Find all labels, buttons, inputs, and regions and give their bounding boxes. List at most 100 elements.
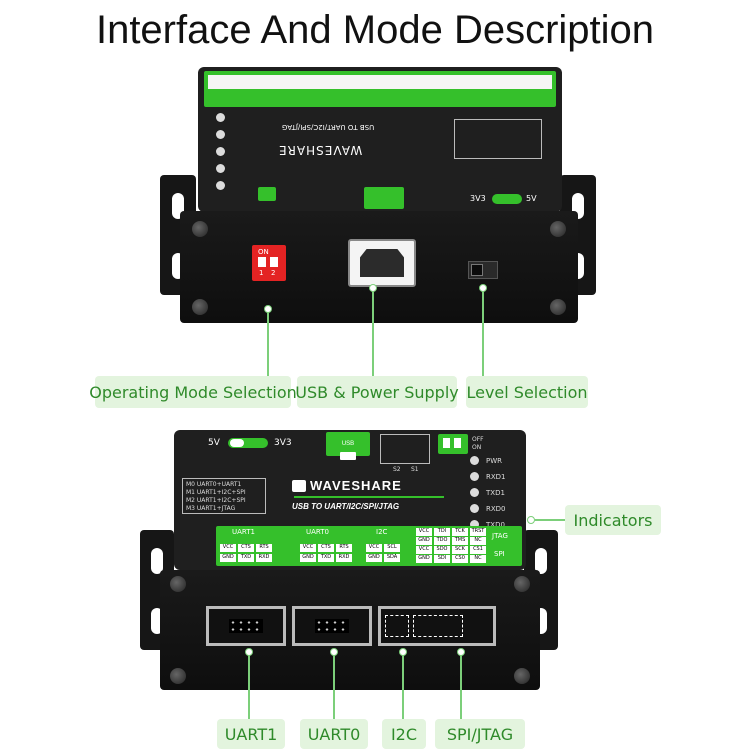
led-pwr-top	[216, 181, 225, 190]
usb-b-port[interactable]	[348, 239, 416, 287]
callout-line	[248, 655, 250, 719]
enclosure-rear-face: ON 1 2	[180, 211, 578, 323]
i2c-pin: SCL	[384, 544, 400, 552]
jtag-pin: TDO	[434, 537, 450, 545]
usb-label-text: USB	[341, 441, 355, 447]
spi-pin: VCC	[416, 546, 432, 554]
uart0-pin: TXD	[318, 554, 334, 562]
subtitle-text: USB TO UART/I2C/SPI/JTAG	[282, 123, 375, 131]
brand-upside-down: WAVESHARE	[278, 143, 362, 157]
i2c-spi-header[interactable]	[378, 606, 496, 646]
callout-i2c: I2C	[382, 719, 426, 749]
screw	[170, 576, 186, 592]
enclosure-top: 5V 3V3 USB S2 S1 OFF ON WAVESHARE US	[174, 430, 526, 570]
i2c-pin: GND	[366, 554, 382, 562]
jtag-pin: TMS	[452, 537, 468, 545]
dip-off-label: OFF	[472, 436, 484, 443]
dip-key-2	[270, 257, 278, 267]
jtag-pin: TCK	[452, 528, 468, 536]
uart1-pin: GND	[220, 554, 236, 562]
mode-table-top	[454, 119, 542, 159]
callout-line	[267, 312, 269, 376]
screw	[514, 668, 530, 684]
uart0-pin: RTS	[336, 544, 352, 552]
voltage-slider	[492, 194, 522, 204]
voltage-3v3-label: 3V3	[274, 438, 292, 448]
voltage-slider	[228, 438, 268, 448]
led-txd0-label: TXD0	[486, 521, 505, 529]
callout-line	[372, 291, 374, 376]
led-rxd1	[470, 472, 479, 481]
pin-label-bar	[208, 75, 552, 89]
brand-logo: WAVESHARE	[292, 478, 402, 493]
callout-line	[333, 655, 335, 719]
callout-line	[482, 291, 484, 376]
mode-dip-switch[interactable]: ON 1 2	[252, 245, 286, 281]
uart1-pin: RTS	[256, 544, 272, 552]
callout-dot	[527, 516, 535, 524]
i2c-pin: SDA	[384, 554, 400, 562]
uart0-strip-label: UART0	[306, 528, 329, 536]
brand-logo-icon	[292, 479, 306, 492]
uart0-pin: CTS	[318, 544, 334, 552]
bracket-hole	[535, 548, 547, 574]
switch-s2-label: S2	[393, 466, 401, 473]
led-txd1-top	[216, 147, 225, 156]
usb-label-top	[364, 187, 404, 209]
dip-key	[454, 438, 461, 448]
callout-usb-power: USB & Power Supply	[295, 376, 459, 408]
spi-pin: CS0	[452, 555, 468, 563]
level-slide-knob	[471, 264, 483, 276]
dip-switch-small[interactable]	[438, 434, 468, 454]
dip-key	[443, 438, 450, 448]
jtag-pin: VCC	[416, 528, 432, 536]
screw	[192, 299, 208, 315]
uart1-pin: VCC	[220, 544, 236, 552]
mode-m0: M0 UART0+UART1	[186, 481, 242, 488]
led-pwr	[470, 456, 479, 465]
subtitle-upside-down: USB TO UART/I2C/SPI/JTAG	[282, 123, 374, 131]
led-txd0-top	[216, 113, 225, 122]
uart1-strip-label: UART1	[232, 528, 255, 536]
spi-strip-label: SPI	[494, 550, 505, 558]
spi-pin: SDO	[434, 546, 450, 554]
uart0-pin: GND	[300, 554, 316, 562]
callout-line	[402, 655, 404, 719]
led-rxd1-label: RXD1	[486, 473, 506, 481]
voltage-5v-label: 5V	[526, 194, 537, 203]
screw	[170, 668, 186, 684]
voltage-5v-label: 5V	[208, 438, 220, 448]
uart1-pins	[229, 619, 263, 633]
spi-pin: CS1	[470, 546, 486, 554]
jtag-pin: TRST	[470, 528, 486, 536]
mode-m3: M3 UART1+JTAG	[186, 505, 236, 512]
switch-s1-label: S1	[411, 466, 419, 473]
uart1-pin: CTS	[238, 544, 254, 552]
dip-key-1	[258, 257, 266, 267]
voltage-3v3-label: 3V3	[470, 194, 486, 203]
uart1-header[interactable]	[206, 606, 286, 646]
level-slide-switch[interactable]	[468, 261, 498, 279]
screw	[192, 221, 208, 237]
callout-uart0: UART0	[300, 719, 368, 749]
brand-underline	[294, 496, 444, 498]
voltage-switch[interactable]: 5V 3V3	[208, 436, 318, 450]
brand-text: WAVESHARE	[278, 143, 363, 157]
uart0-header[interactable]	[292, 606, 372, 646]
callout-indicators: Indicators	[565, 505, 661, 535]
bracket-hole	[151, 548, 163, 574]
uart1-pin: RXD	[256, 554, 272, 562]
page-title: Interface And Mode Description	[95, 8, 655, 52]
enclosure-front-face	[160, 570, 540, 690]
spi-pin: GND	[416, 555, 432, 563]
callout-line	[460, 655, 462, 719]
port-label-strip: UART1 VCC CTS RTS GND TXD RXD UART0 VCC …	[216, 526, 522, 566]
led-rxd0-top	[216, 130, 225, 139]
dip-1-label: 1	[259, 269, 264, 277]
dip-switch-top	[258, 187, 276, 201]
spi-pin: SCK	[452, 546, 468, 554]
mode-m2: M2 UART1+I2C+SPI	[186, 497, 246, 504]
uart0-pins	[315, 619, 349, 633]
screw	[514, 576, 530, 592]
i2c-strip-label: I2C	[376, 528, 388, 536]
